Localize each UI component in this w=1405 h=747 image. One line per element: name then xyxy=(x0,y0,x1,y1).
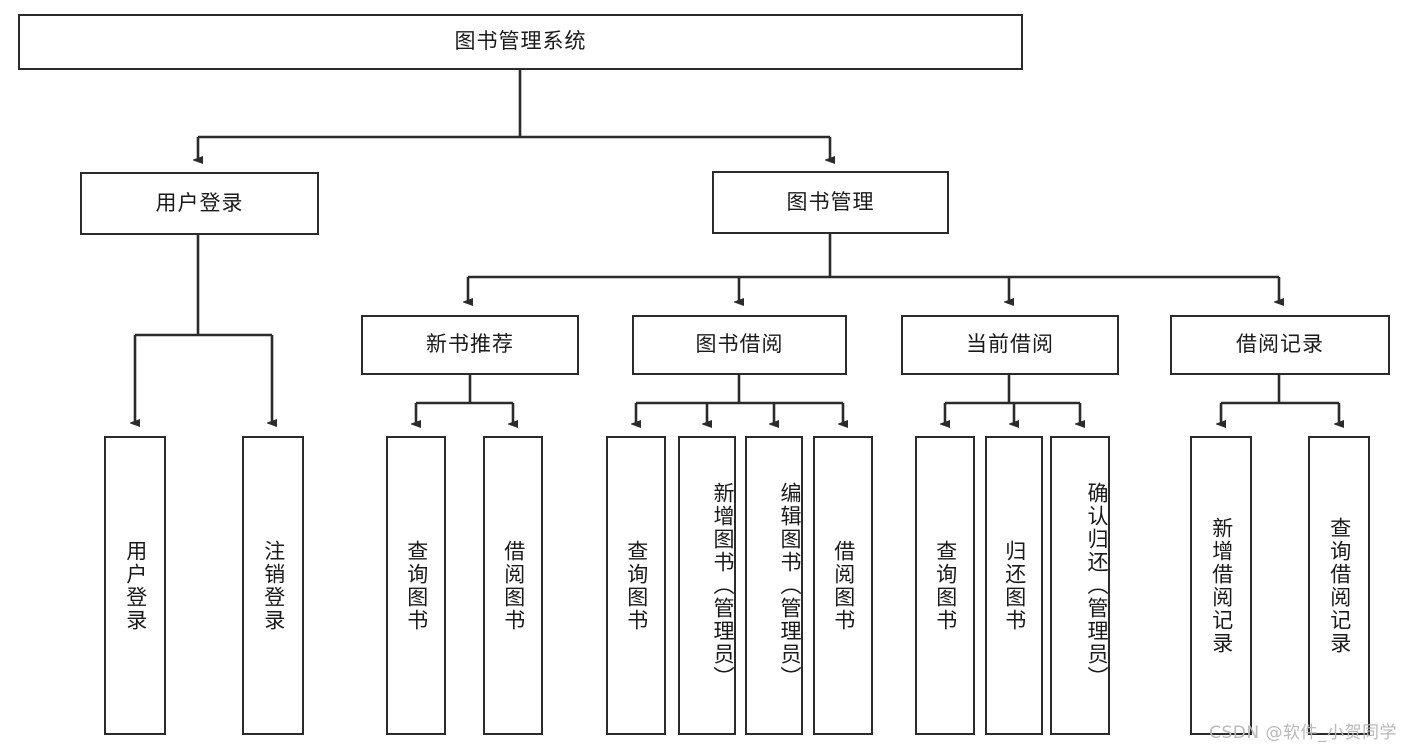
node-label: 借阅图书 xyxy=(501,539,526,632)
node-label: 归还图书 xyxy=(1002,539,1027,632)
node-leaf[interactable]: 归还图书 xyxy=(985,436,1043,735)
node-leaf[interactable]: 查询图书 xyxy=(915,436,975,735)
node-label: 查询图书 xyxy=(404,539,429,632)
node-label: 图书管理 xyxy=(786,189,875,214)
node-leaf[interactable]: 新增借阅记录 xyxy=(1190,436,1252,735)
node-label: 查询图书 xyxy=(624,539,649,632)
node-branch[interactable]: 图书借阅 xyxy=(632,315,847,375)
node-leaf[interactable]: 新增图书（管理员） xyxy=(678,436,736,735)
node-label: 图书借阅 xyxy=(695,332,784,357)
node-label: 用户登录 xyxy=(123,539,148,632)
node-branch[interactable]: 借阅记录 xyxy=(1170,315,1390,375)
node-branch[interactable]: 新书推荐 xyxy=(361,315,579,375)
node-label: 当前借阅 xyxy=(966,332,1054,357)
node-label: 图书管理系统 xyxy=(454,29,587,54)
node-branch[interactable]: 当前借阅 xyxy=(901,315,1119,375)
node-leaf[interactable]: 编辑图书（管理员） xyxy=(745,436,803,735)
node-label: 编辑图书（管理员） xyxy=(778,482,802,689)
node-label: 查询图书 xyxy=(933,539,958,632)
node-label: 新增借阅记录 xyxy=(1209,516,1234,655)
node-branch[interactable]: 图书管理 xyxy=(712,171,949,234)
node-leaf[interactable]: 查询借阅记录 xyxy=(1308,436,1370,735)
node-leaf[interactable]: 用户登录 xyxy=(104,436,166,735)
node-label: 确认归还（管理员） xyxy=(1085,482,1109,689)
node-leaf[interactable]: 借阅图书 xyxy=(813,436,873,735)
node-branch[interactable]: 用户登录 xyxy=(80,172,319,235)
node-label: 查询借阅记录 xyxy=(1327,516,1352,655)
node-label: 借阅记录 xyxy=(1236,332,1324,357)
node-label: 用户登录 xyxy=(155,190,244,215)
node-label: 借阅图书 xyxy=(831,539,856,632)
node-leaf[interactable]: 注销登录 xyxy=(242,436,304,735)
node-root-title[interactable]: 图书管理系统 xyxy=(18,14,1023,70)
node-leaf[interactable]: 查询图书 xyxy=(606,436,666,735)
node-label: 注销登录 xyxy=(261,539,286,632)
watermark-text: CSDN @软件_小贺同学 xyxy=(1209,723,1397,743)
node-leaf[interactable]: 查询图书 xyxy=(386,436,446,735)
node-label: 新增图书（管理员） xyxy=(711,482,735,689)
node-leaf[interactable]: 确认归还（管理员） xyxy=(1050,436,1110,735)
node-label: 新书推荐 xyxy=(426,332,514,357)
node-leaf[interactable]: 借阅图书 xyxy=(483,436,543,735)
